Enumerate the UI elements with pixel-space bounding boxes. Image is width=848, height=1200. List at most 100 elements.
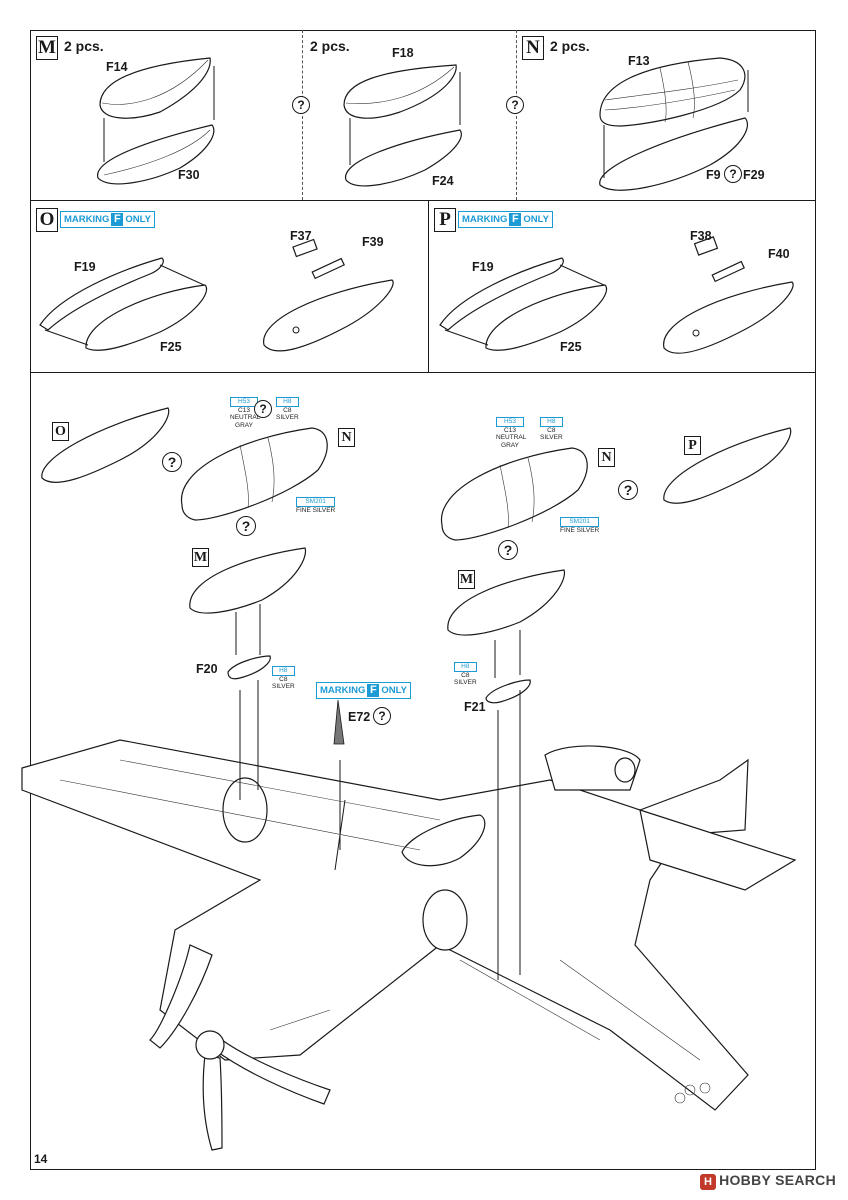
- marking-code: F: [111, 213, 124, 226]
- optional-symbol: ?: [254, 400, 272, 418]
- part-label-f39: F39: [362, 235, 384, 249]
- part-label-f38: F38: [690, 229, 712, 243]
- marking-suffix: ONLY: [381, 685, 407, 696]
- step-n-label: N: [522, 36, 544, 60]
- step-n-quantity: 2 pcs.: [550, 38, 590, 54]
- optional-symbol: ?: [292, 96, 310, 114]
- aircraft-drawing: [21, 680, 797, 1151]
- section-divider: [30, 200, 816, 201]
- part-f13-drawing: [599, 57, 746, 127]
- part-label-f30: F30: [178, 168, 200, 182]
- part-label-f29: F29: [743, 168, 765, 182]
- marking-prefix: MARKING: [462, 214, 508, 225]
- tank-m-left-preview: [189, 547, 307, 614]
- page-number: 14: [34, 1152, 48, 1166]
- assembly-label-p: P: [684, 436, 701, 455]
- part-f9-f29-drawing: [599, 117, 749, 191]
- paint-code-c13: C13: [504, 426, 516, 434]
- part-label-f24: F24: [432, 174, 454, 188]
- step-m-quantity: 2 pcs.: [64, 38, 104, 54]
- paint-callout-fine-silver: SM201 FINE SILVER: [296, 497, 336, 514]
- paint-callout-silver: H8 C8 SILVER: [540, 417, 563, 442]
- marking-suffix: ONLY: [125, 214, 151, 225]
- part-label-f25: F25: [560, 340, 582, 354]
- part-f14-drawing: [99, 57, 211, 119]
- watermark-text: HOBBY SEARCH: [719, 1172, 836, 1188]
- assembly-label-n: N: [598, 448, 615, 467]
- paint-name-fine-silver: FINE SILVER: [296, 506, 336, 514]
- assembly-label-m: M: [192, 548, 209, 567]
- tank-o-preview: [41, 407, 170, 483]
- paint-name-silver: SILVER: [276, 414, 299, 421]
- optional-symbol: ?: [498, 540, 518, 560]
- part-label-f21: F21: [464, 700, 486, 714]
- paint-callout-fine-silver: SM201 FINE SILVER: [560, 517, 600, 534]
- part-f30-drawing: [97, 124, 215, 185]
- dashed-divider: [516, 30, 517, 200]
- part-f21-drawing: [485, 679, 531, 704]
- step-o-label: O: [36, 208, 58, 232]
- watermark-logo-icon: H: [700, 1174, 717, 1190]
- part-o-f19-f25-drawing: [39, 257, 208, 351]
- part-label-e72: E72: [348, 710, 371, 724]
- part-f24-drawing: [345, 129, 462, 187]
- part-e72-drawing: [333, 699, 345, 745]
- marking-prefix: MARKING: [64, 214, 110, 225]
- paint-callout-gray: H53 C13 NEUTRAL GRAY: [496, 417, 527, 449]
- part-label-f9: F9: [706, 168, 721, 182]
- part-label-f14: F14: [106, 60, 128, 74]
- assembly-label-o: O: [52, 422, 69, 441]
- paint-code-c8: C8: [279, 675, 288, 683]
- tank-p-preview: [663, 427, 792, 504]
- marking-suffix: ONLY: [523, 214, 549, 225]
- paint-code-h53: H53: [496, 417, 524, 427]
- paint-name-silver: SILVER: [454, 679, 477, 686]
- paint-callout-silver: H8 C8 SILVER: [276, 397, 299, 422]
- paint-code-h8: H8: [540, 417, 563, 427]
- part-f18-drawing: [343, 64, 457, 119]
- step-middle-quantity: 2 pcs.: [310, 38, 350, 54]
- paint-code-c13: C13: [238, 406, 250, 414]
- paint-name-silver: SILVER: [272, 683, 295, 690]
- paint-code-c8: C8: [283, 406, 292, 414]
- part-p-fuselage-drawing: [663, 236, 794, 354]
- marking-prefix: MARKING: [320, 685, 366, 696]
- dashed-divider: [302, 30, 303, 200]
- section-divider: [428, 200, 429, 372]
- paint-callout-silver: H8 C8 SILVER: [272, 666, 295, 691]
- part-label-f13: F13: [628, 54, 650, 68]
- part-f20-drawing: [227, 655, 271, 680]
- part-label-f19: F19: [472, 260, 494, 274]
- paint-callout-silver: H8 C8 SILVER: [454, 662, 477, 687]
- part-label-f25: F25: [160, 340, 182, 354]
- optional-symbol: ?: [162, 452, 182, 472]
- step-m-label: M: [36, 36, 58, 60]
- paint-name-neutral-gray: NEUTRAL GRAY: [496, 434, 527, 449]
- paint-code-sm201: SM201: [560, 517, 600, 527]
- part-label-f37: F37: [290, 229, 312, 243]
- instruction-sheet-frame: [30, 30, 816, 1170]
- assembly-label-m: M: [458, 570, 475, 589]
- optional-symbol: ?: [373, 707, 391, 725]
- paint-code-h8: H8: [272, 666, 295, 676]
- optional-symbol: ?: [618, 480, 638, 500]
- tank-n-right-preview: [440, 447, 588, 541]
- paint-code-h8: H8: [276, 397, 299, 407]
- assembly-label-n: N: [338, 428, 355, 447]
- paint-callout-gray: H53 C13 NEUTRAL GRAY: [230, 397, 260, 429]
- part-label-f40: F40: [768, 247, 790, 261]
- step-p-label: P: [434, 208, 456, 232]
- paint-code-h8: H8: [454, 662, 477, 672]
- part-label-f20: F20: [196, 662, 218, 676]
- paint-code-c8: C8: [547, 426, 556, 434]
- paint-name-fine-silver: FINE SILVER: [560, 526, 600, 534]
- part-label-f18: F18: [392, 46, 414, 60]
- optional-symbol: ?: [724, 165, 742, 183]
- optional-symbol: ?: [236, 516, 256, 536]
- section-divider: [30, 372, 816, 373]
- paint-name-silver: SILVER: [540, 434, 563, 441]
